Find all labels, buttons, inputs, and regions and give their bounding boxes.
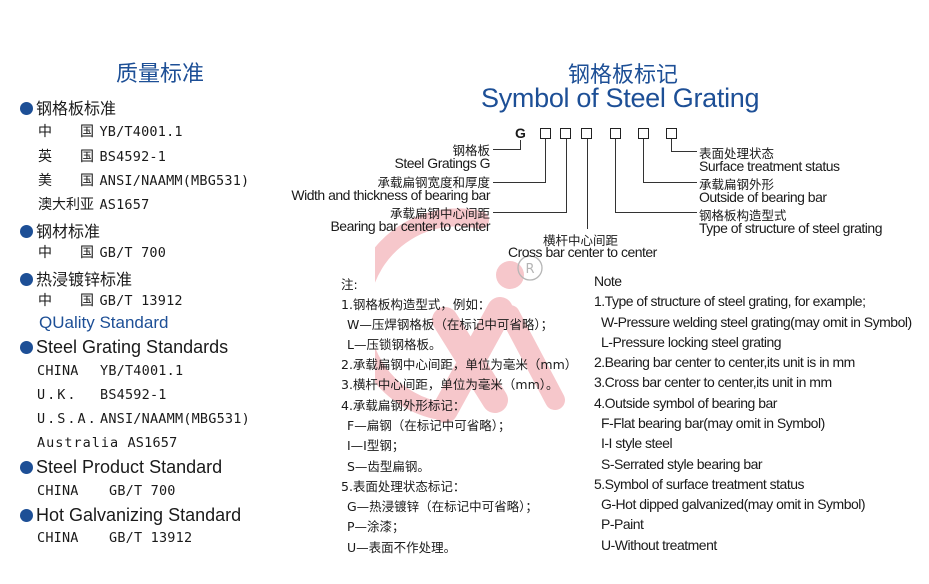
prefix-g: G — [515, 125, 526, 141]
note-line: 5.表面处理状态标记： — [341, 479, 466, 494]
bullet-icon — [20, 102, 33, 115]
quality-standard-title-en: QUality Standard — [39, 313, 169, 332]
note-line: 4.Outside symbol of bearing bar — [594, 395, 777, 411]
bullet-icon — [20, 461, 33, 474]
label-bar-outside-cn: 承载扁钢外形 — [699, 177, 775, 192]
bullet-icon — [20, 509, 33, 522]
note-line: I-I style steel — [601, 435, 673, 451]
standard-row: 美 国 ANSI/NAAMM(MBG531) — [38, 173, 250, 189]
note-line: L—压锁钢格板。 — [347, 337, 442, 352]
standard-row: 中 国 YB/T4001.1 — [38, 124, 183, 140]
note-line: S—齿型扁钢。 — [347, 459, 430, 474]
note-line: 2.承载扁钢中心间距，单位为毫米（mm） — [341, 357, 578, 372]
note-line: W—压焊钢格板（在标记中可省略）； — [347, 317, 554, 332]
bullet-icon — [20, 273, 33, 286]
note-line: P—涂漆； — [347, 519, 405, 534]
note-line: 1.钢格板构造型式，例如： — [341, 297, 491, 312]
note-line: U—表面不作处理。 — [347, 540, 457, 555]
label-surface-treatment-en: Surface treatment status — [699, 158, 840, 174]
section-heading-steel-product-en: Steel Product Standard — [20, 457, 222, 478]
label-bar-outside-en: Outside of bearing bar — [699, 189, 827, 205]
symbol-title-en: Symbol of Steel Grating — [481, 83, 760, 113]
symbol-box-1 — [540, 128, 551, 139]
notes-cn-heading: 注: — [341, 277, 358, 292]
note-line: P-Paint — [601, 516, 644, 532]
section-heading-galvanizing-cn: 热浸镀锌标准 — [20, 266, 132, 290]
symbol-box-6 — [666, 128, 677, 139]
standard-row: Australia AS1657 — [37, 435, 178, 451]
standard-row: 中 国 GB/T 700 — [38, 245, 167, 261]
quality-standard-title-cn: 质量标准 — [116, 62, 205, 87]
bullet-icon — [20, 225, 33, 238]
standard-row: U.S.A.ANSI/NAAMM(MBG531) — [37, 411, 250, 427]
label-structure-type-en: Type of structure of steel grating — [699, 220, 883, 236]
label-steel-grating-cn: 钢格板 — [452, 143, 490, 158]
section-heading-galvanizing-en: Hot Galvanizing Standard — [20, 505, 241, 526]
bullet-icon — [20, 341, 33, 354]
note-line: 2.Bearing bar center to center,its unit … — [594, 354, 855, 370]
section-heading-steel-grating-en: Steel Grating Standards — [20, 337, 228, 358]
section-heading-steel-grating-cn: 钢格板标准 — [20, 95, 116, 119]
note-line: L-Pressure locking steel grating — [601, 334, 782, 350]
label-structure-type-cn: 钢格板构造型式 — [699, 208, 787, 223]
standard-row: 英 国 BS4592-1 — [38, 149, 167, 165]
standard-row: U.K.BS4592-1 — [37, 387, 167, 403]
symbol-box-5 — [638, 128, 649, 139]
note-line: W-Pressure welding steel grating(may omi… — [601, 314, 912, 330]
symbol-box-2 — [560, 128, 571, 139]
note-line: 5.Symbol of surface treatment status — [594, 476, 805, 492]
note-line: G—热浸镀锌（在标记中可省略）； — [347, 499, 538, 514]
standard-row: 澳大利亚 AS1657 — [38, 197, 150, 213]
label-bar-width-cn: 承载扁钢宽度和厚度 — [377, 175, 490, 190]
note-line: I—I型钢； — [347, 438, 405, 453]
note-line: F-Flat bearing bar(may omit in Symbol) — [601, 415, 825, 431]
notes-en-heading: Note — [594, 273, 622, 289]
note-line: 1.Type of structure of steel grating, fo… — [594, 293, 866, 309]
label-surface-treatment-cn: 表面处理状态 — [699, 146, 775, 161]
label-bar-width-en: Width and thickness of bearing bar — [291, 187, 490, 203]
standard-row: 中 国 GB/T 13912 — [38, 293, 183, 309]
symbol-box-4 — [610, 128, 621, 139]
section-heading-steel-product-cn: 钢材标准 — [20, 218, 100, 242]
note-line: S-Serrated style bearing bar — [601, 456, 763, 472]
svg-text:R: R — [525, 262, 534, 277]
label-cross-bar-center-cn: 横杆中心间距 — [543, 233, 619, 248]
label-bearing-bar-center-en: Bearing bar center to center — [330, 218, 490, 234]
label-cross-bar-center-en: Cross bar center to center — [508, 244, 657, 260]
note-line: 3.Cross bar center to center,its unit in… — [594, 374, 832, 390]
label-bearing-bar-center-cn: 承载扁钢中心间距 — [389, 206, 490, 221]
symbol-title-cn: 钢格板标记 — [568, 63, 679, 88]
note-line: F—扁钢（在标记中可省略）； — [347, 418, 511, 433]
note-line: 4.承载扁钢外形标记： — [341, 398, 466, 413]
symbol-box-3 — [581, 128, 592, 139]
note-line: G-Hot dipped galvanized(may omit in Symb… — [601, 496, 866, 512]
note-line: 3.横杆中心间距，单位为毫米（mm）。 — [341, 377, 559, 392]
label-steel-grating-en: Steel Gratings G — [394, 155, 491, 171]
note-line: U-Without treatment — [601, 537, 717, 553]
